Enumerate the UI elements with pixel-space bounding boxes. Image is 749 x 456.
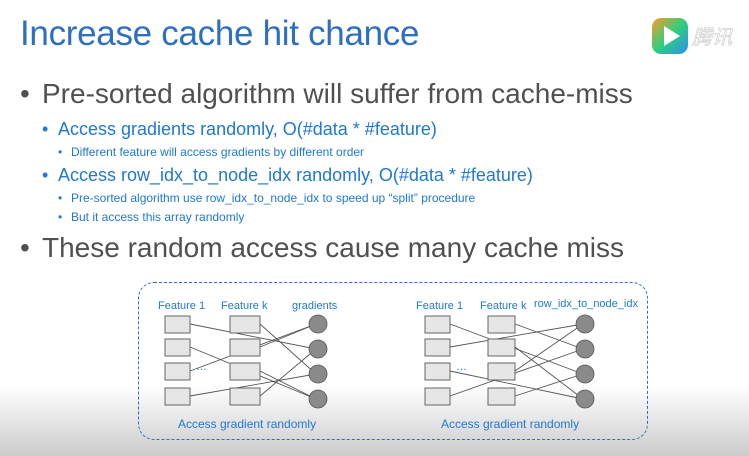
data-cell [487,362,516,381]
left-access-lines [189,323,317,400]
bullet-level3: •Different feature will access gradients… [58,145,365,159]
data-cell [164,315,191,334]
data-cell [229,387,261,406]
data-cell [424,362,451,381]
row-idx-label: row_idx_to_node_idx [534,298,638,310]
logo-text: 腾讯 [692,25,733,49]
index-node [575,339,595,359]
featurek-label: Feature k [480,300,527,312]
bullet-level2: •Access gradients randomly, O(#data * #f… [42,119,437,139]
bullet-level2: •Access row_idx_to_node_idx randomly, O(… [42,165,533,185]
left-gradient-circles [308,314,328,409]
play-logo-icon: 腾讯 [652,18,733,54]
gradients-label: gradients [292,300,338,312]
index-node [575,314,595,334]
gradient-node [308,314,328,334]
left-diagram: Feature 1 Feature k gradients … [158,300,338,431]
index-node [575,389,595,409]
bullet-text: Pre-sorted algorithm use row_idx_to_node… [71,191,476,205]
bullet-text: Access gradients randomly, O(#data * #fe… [58,119,437,139]
data-cell [424,338,451,357]
data-cell [164,362,191,381]
diagram-frame [138,282,648,440]
bullet-text: But it access this array randomly [71,210,245,224]
data-cell [229,338,261,357]
right-caption: Access gradient randomly [441,417,579,431]
data-cell [424,315,451,334]
gradient-node [308,389,328,409]
data-cell [229,362,261,381]
bullet-text: These random access cause many cache mis… [42,232,625,263]
right-access-lines [449,323,584,400]
bullet-level3: •Pre-sorted algorithm use row_idx_to_nod… [58,191,476,205]
gradient-node [308,364,328,384]
data-cell [229,315,261,334]
left-featurek-boxes [229,315,261,406]
data-cell [164,387,191,406]
feature1-label: Feature 1 [158,300,205,312]
slide-title: Increase cache hit chance [20,14,420,53]
index-node [575,364,595,384]
data-cell [487,338,516,357]
bullet-text: Access row_idx_to_node_idx randomly, O(#… [58,165,533,185]
featurek-label: Feature k [221,300,268,312]
bullet-level1: •Pre-sorted algorithm will suffer from c… [20,78,633,109]
data-cell [487,387,516,406]
right-diagram: Feature 1 Feature k row_idx_to_node_idx … [416,298,638,431]
ellipsis: … [196,361,207,373]
video-logo: 腾讯 [650,14,749,58]
data-cell [487,315,516,334]
data-cell [164,338,191,357]
right-index-circles [575,314,595,409]
bullet-text: Pre-sorted algorithm will suffer from ca… [42,78,633,109]
ellipsis: … [456,361,467,373]
gradient-node [308,339,328,359]
right-feature1-boxes [424,315,451,406]
left-feature1-boxes [164,315,191,406]
data-cell [424,387,451,406]
left-caption: Access gradient randomly [178,417,316,431]
bullet-level1: •These random access cause many cache mi… [20,232,625,263]
right-featurek-boxes [487,315,516,406]
bullet-text: Different feature will access gradients … [71,145,365,159]
bullet-level3: •But it access this array randomly [58,210,245,224]
feature1-label: Feature 1 [416,300,463,312]
